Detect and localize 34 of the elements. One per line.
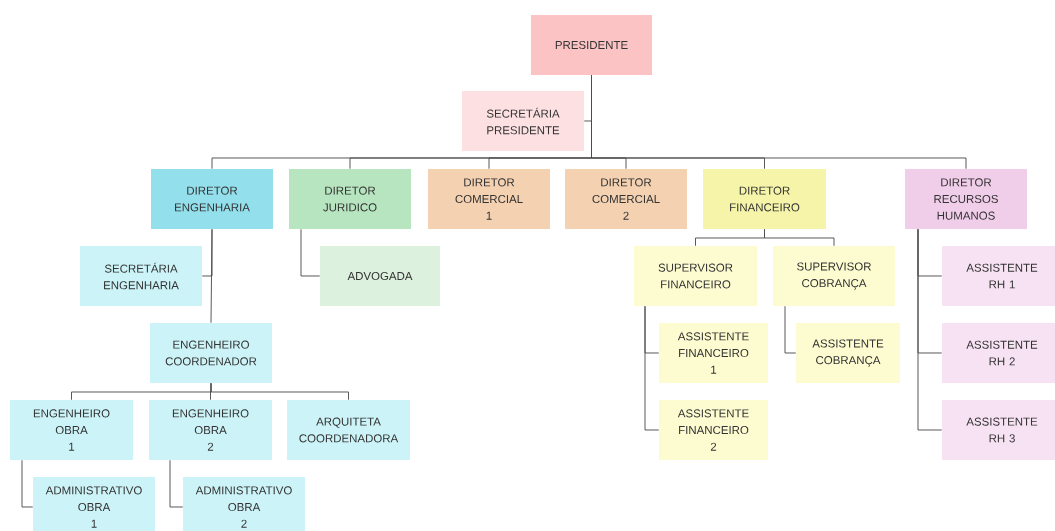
org-box: ENGENHEIRO OBRA 1 [10,400,133,460]
org-box: ASSISTENTE FINANCEIRO 2 [659,400,768,460]
connector-line [210,228,213,324]
org-box: DIRETOR COMERCIAL 2 [565,169,687,229]
org-box: ADMINISTRATIVO OBRA 1 [33,477,155,531]
org-box: ASSISTENTE RH 2 [942,323,1055,383]
org-box: DIRETOR COMERCIAL 1 [428,169,550,229]
org-box: ENGENHEIRO COORDENADOR [150,323,272,383]
connector-line [591,74,967,170]
connector-line [917,228,943,431]
org-box: ADMINISTRATIVO OBRA 2 [183,477,305,531]
org-box: PRESIDENTE [531,15,652,75]
connector-line [300,228,321,277]
connector-line [210,382,349,401]
org-box: ASSISTENTE RH 1 [942,246,1055,306]
connector-line [764,228,835,247]
org-box: DIRETOR ENGENHARIA [151,169,273,229]
org-box: ASSISTENTE RH 3 [942,400,1055,460]
org-box: DIRETOR JURIDICO [289,169,411,229]
org-box: ENGENHEIRO OBRA 2 [149,400,272,460]
org-box: ADVOGADA [320,246,440,306]
org-box: ASSISTENTE FINANCEIRO 1 [659,323,768,383]
org-box: SECRETÁRIA PRESIDENTE [462,91,584,151]
org-box: DIRETOR FINANCEIRO [703,169,826,229]
connector-line [21,459,34,508]
org-box: SUPERVISOR FINANCEIRO [634,246,757,306]
org-box: ARQUITETA COORDENADORA [287,400,410,460]
org-box: ASSISTENTE COBRANÇA [796,323,900,383]
org-box: SUPERVISOR COBRANÇA [773,246,895,306]
connector-line [784,305,797,354]
org-box: SECRETÁRIA ENGENHARIA [80,246,202,306]
connector-line [644,305,660,431]
connector-line [169,459,184,508]
org-box: DIRETOR RECURSOS HUMANOS [905,169,1027,229]
